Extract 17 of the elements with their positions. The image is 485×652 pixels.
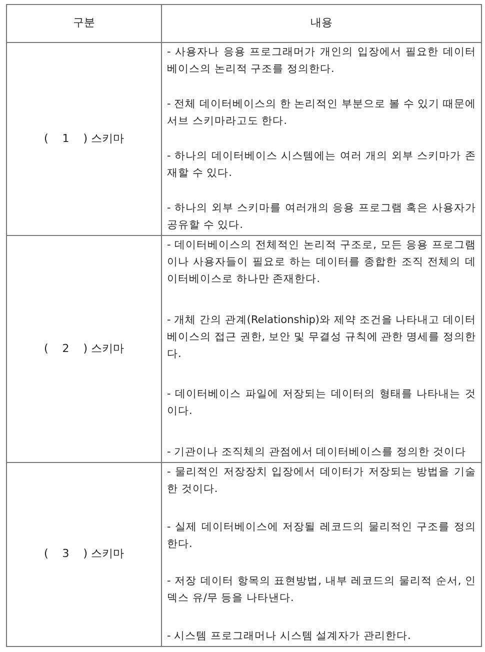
row-heading: ( 2 ) 스키마 bbox=[44, 340, 124, 357]
header-text: 구분 bbox=[73, 15, 95, 32]
description-text: - 사용자나 응용 프로그래머가 개인의 입장에서 필요한 데이터베이스의 논리적 구조를 정의한다. bbox=[167, 45, 476, 77]
row-heading: ( 3 ) 스키마 bbox=[44, 546, 124, 562]
row-heading: ( 1 ) 스키마 bbox=[44, 130, 124, 147]
description-text: - 저장 데이터 항목의 표현방법, 내부 레코드의 물리적 순서, 인덱스 유/무 등을 나타낸다. bbox=[167, 574, 476, 606]
description-text: - 시스템 프로그래머나 시스템 설계자가 관리한다. bbox=[167, 628, 412, 644]
description-text: - 전체 데이터베이스의 한 논리적인 부분으로 볼 수 있기 때문에 서브 스키마라고도 한다. bbox=[167, 97, 476, 129]
description-text: - 하나의 외부 스키마를 여러개의 응용 프로그램 혹은 사용자가 공유할 수 있다. bbox=[167, 201, 476, 233]
description-text: - 개체 간의 관계(Relationship)와 제약 조건을 나타내고 데이터베이스의 접근 권한, 보안 및 무결성 규칙에 관한 명세를 정의한다. bbox=[167, 312, 476, 362]
description-text: - 기관이나 조직체의 관점에서 데이터베이스를 정의한 것이다 bbox=[167, 444, 467, 460]
header-text: 내용 bbox=[310, 15, 332, 32]
description-text: - 데이터베이스 파일에 저장되는 데이터의 형태를 나타내는 것이다. bbox=[167, 387, 476, 420]
description-text: - 실제 데이터베이스에 저장될 레코드의 물리적인 구조를 정의한다. bbox=[167, 520, 476, 552]
description-text: - 데이터베이스의 전체적인 논리적 구조로, 모든 응용 프로그램이나 사용자들이 필요로 하는 데이터를 종합한 조직 전체의 데이터베이스로 하나만 존재한다. bbox=[167, 238, 476, 287]
description-text: - 물리적인 저장장치 입장에서 데이터가 저장되는 방법을 기술한 것이다. bbox=[167, 465, 476, 497]
description-text: - 하나의 데이터베이스 시스템에는 여러 개의 외부 스키마가 존재할 수 있다. bbox=[167, 149, 476, 181]
